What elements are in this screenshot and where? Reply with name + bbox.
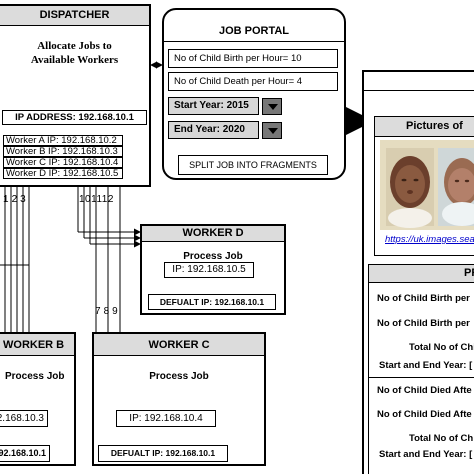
image-source-link[interactable]: https://uk.images.sea — [385, 234, 474, 245]
split-job-button[interactable]: SPLIT JOB INTO FRAGMENTS — [178, 155, 328, 175]
connection-label: 11 — [91, 194, 102, 205]
result-row: Total No of Ch — [409, 433, 474, 444]
birth-rate-input[interactable]: No of Child Birth per Hour= 10 — [168, 49, 338, 68]
connection-label: 1 — [3, 194, 12, 205]
job-portal-box: JOB PORTAL No of Child Birth per Hour= 1… — [162, 8, 346, 180]
result-row: Start and End Year: [ — [379, 449, 473, 460]
end-year-dropdown-icon[interactable] — [262, 122, 282, 139]
start-year-select[interactable]: Start Year: 2015 — [168, 97, 259, 115]
worker-c-title: WORKER C — [94, 334, 264, 356]
worker-c-process-label: Process Job — [149, 371, 209, 382]
worker-b-default-ip: 192.168.10.1 — [0, 445, 50, 462]
pictures-box: Pictures of — [374, 116, 474, 256]
result-row: No of Child Birth per — [377, 318, 470, 329]
worker-b-box: WORKER B Process Job 192.168.10.3 192.16… — [0, 332, 76, 466]
connection-label: 2 — [11, 194, 21, 205]
result-row: No of Child Birth per — [377, 293, 470, 304]
worker-d-process-label: Process Job — [183, 251, 243, 262]
worker-c-ip: IP: 192.168.10.4 — [116, 410, 216, 427]
result-row: No of Child Died Afte — [377, 409, 472, 420]
results-title: PR — [369, 265, 474, 283]
connection-labels-d: 101112 — [79, 194, 114, 205]
result-row: Start and End Year: [ — [379, 360, 473, 371]
worker-d-ip: IP: 192.168.10.5 — [164, 262, 254, 278]
results-box: PR No of Child Birth per No of Child Bir… — [368, 264, 474, 474]
pictures-title: Pictures of — [375, 117, 474, 137]
result-row: Total No of Chi — [409, 342, 474, 353]
dispatcher-description-line2: Available Workers — [30, 54, 119, 66]
results-panel: Pictures of — [362, 70, 474, 474]
worker-b-process-label: Process Job — [5, 371, 65, 382]
connection-label: 12 — [101, 194, 114, 205]
end-year-select[interactable]: End Year: 2020 — [168, 121, 259, 139]
dispatcher-box: DISPATCHER Allocate Jobs to Available Wo… — [0, 4, 151, 187]
job-portal-title: JOB PORTAL — [218, 25, 290, 37]
connection-label: 8 — [103, 306, 113, 317]
baby-photos — [380, 140, 474, 230]
connection-label: 3 — [20, 194, 29, 205]
results-panel-divider — [364, 90, 474, 91]
connection-label: 9 — [112, 306, 121, 317]
worker-c-box: WORKER C Process Job IP: 192.168.10.4 DE… — [92, 332, 266, 466]
baby-photo-icon — [380, 140, 474, 230]
worker-d-default-ip: DEFUALT IP: 192.168.10.1 — [148, 294, 276, 310]
worker-b-title: WORKER B — [0, 334, 74, 356]
job-portal-divider — [164, 41, 344, 42]
connection-label: 10 — [79, 194, 92, 205]
start-year-dropdown-icon[interactable] — [262, 98, 282, 115]
worker-c-ip-row: Worker C IP: 192.168.10.4 — [3, 157, 123, 168]
worker-c-default-ip: DEFUALT IP: 192.168.10.1 — [98, 445, 228, 462]
worker-d-title: WORKER D — [142, 226, 284, 242]
connection-labels-a: 123 — [3, 194, 29, 205]
dispatcher-ip-address: IP ADDRESS: 192.168.10.1 — [2, 110, 147, 125]
connection-labels-c: 789 — [95, 306, 121, 317]
dispatcher-description-line1: Allocate Jobs to — [37, 40, 112, 52]
worker-d-box: WORKER D Process Job IP: 192.168.10.5 DE… — [140, 224, 286, 315]
worker-d-ip-row: Worker D IP: 192.168.10.5 — [3, 168, 123, 179]
death-rate-input[interactable]: No of Child Death per Hour= 4 — [168, 72, 338, 91]
worker-b-ip: 192.168.10.3 — [0, 410, 48, 427]
connection-label: 7 — [95, 306, 104, 317]
results-divider — [369, 377, 474, 378]
result-row: No of Child Died Afte — [377, 385, 472, 396]
worker-a-ip-row: Worker A IP: 192.168.10.2 — [3, 135, 123, 146]
dispatcher-title: DISPATCHER — [0, 6, 149, 26]
worker-b-ip-row: Worker B IP: 192.168.10.3 — [3, 146, 123, 157]
